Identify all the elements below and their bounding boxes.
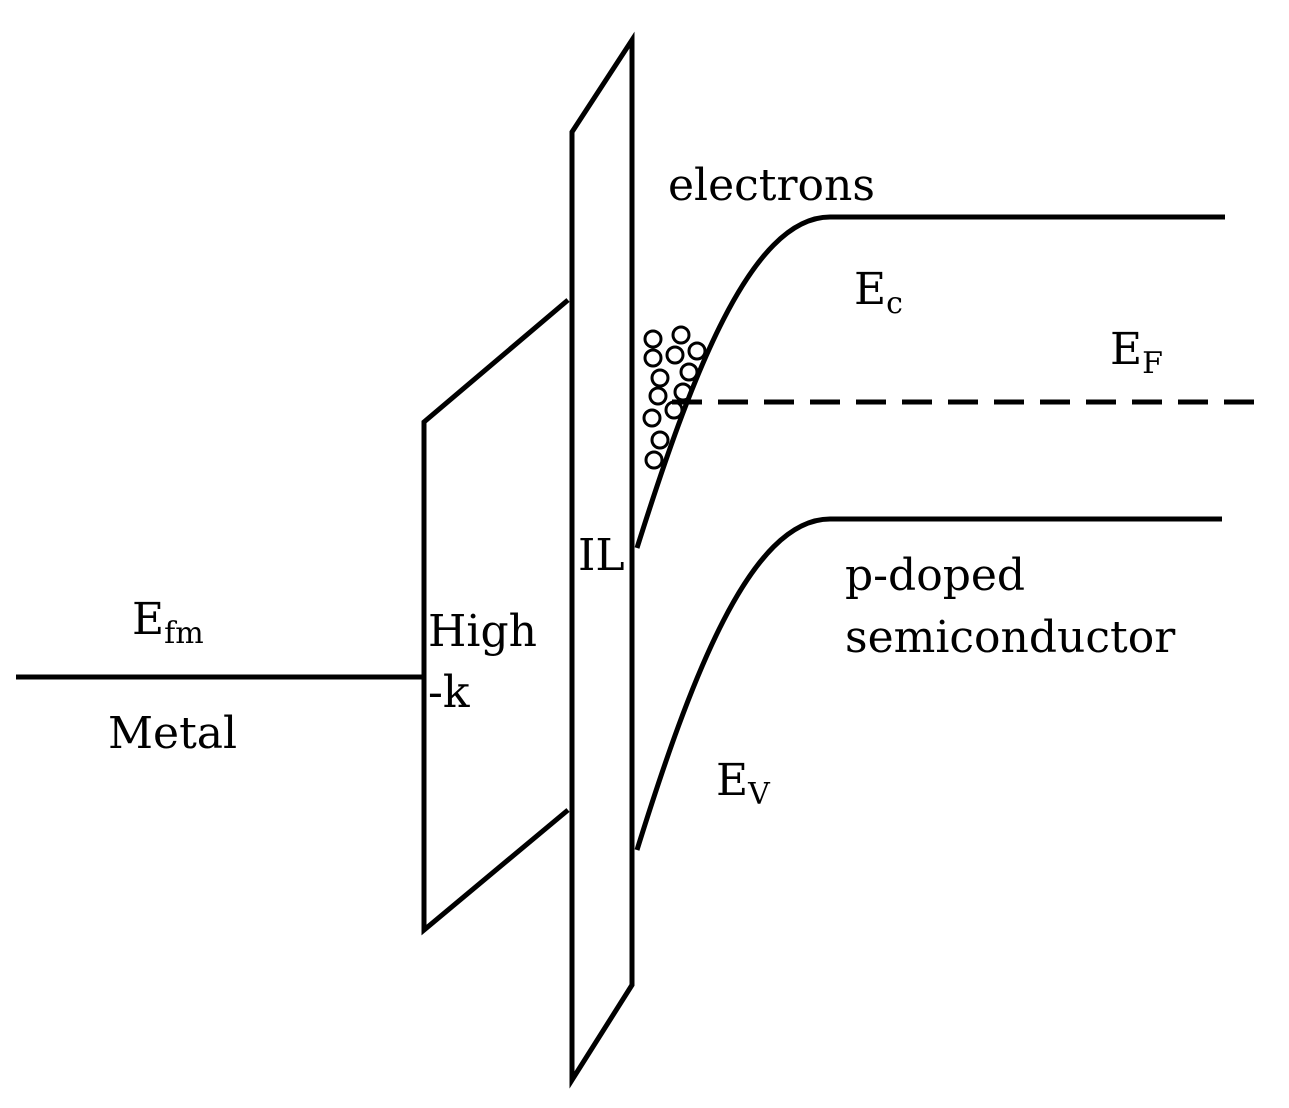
electron-cluster	[642, 325, 707, 470]
metal-label: Metal	[108, 708, 237, 759]
interlayer-label: IL	[578, 530, 625, 581]
electron	[644, 450, 664, 470]
electron	[671, 325, 691, 345]
valence-band-label: EV	[716, 755, 771, 812]
electron	[650, 368, 670, 388]
high-k-label-line2: -k	[428, 667, 470, 718]
electron	[650, 430, 670, 450]
conduction-band-main: E	[854, 264, 886, 315]
electron	[673, 382, 693, 402]
electron	[687, 341, 707, 361]
fermi-level-label: EF	[1110, 324, 1163, 381]
electron	[642, 408, 662, 428]
high-k-band-outline	[421, 298, 570, 936]
valence-band-sub: V	[747, 777, 771, 812]
fermi-level-main: E	[1110, 324, 1142, 375]
metal-fermi-sub: fm	[164, 616, 204, 651]
conduction-band-label: Ec	[854, 264, 903, 321]
electron	[664, 400, 684, 420]
conduction-band-curve	[634, 214, 1225, 549]
electrons-label: electrons	[668, 160, 875, 211]
valence-band-curve	[634, 516, 1222, 851]
electron	[643, 348, 663, 368]
fermi-level-sub: F	[1142, 346, 1163, 381]
electron	[679, 362, 699, 382]
metal-fermi-label: Efm	[132, 594, 204, 651]
interlayer-barrier	[569, 31, 635, 1089]
metal-fermi-main: E	[132, 594, 164, 645]
high-k-label-line1: High	[428, 606, 537, 657]
electron	[643, 329, 663, 349]
electron	[665, 345, 685, 365]
valence-band-main: E	[716, 755, 748, 806]
conduction-band-sub: c	[886, 286, 903, 321]
semiconductor-label-line2: semiconductor	[845, 612, 1176, 663]
electron	[648, 386, 668, 406]
semiconductor-label-line1: p-doped	[845, 550, 1025, 601]
